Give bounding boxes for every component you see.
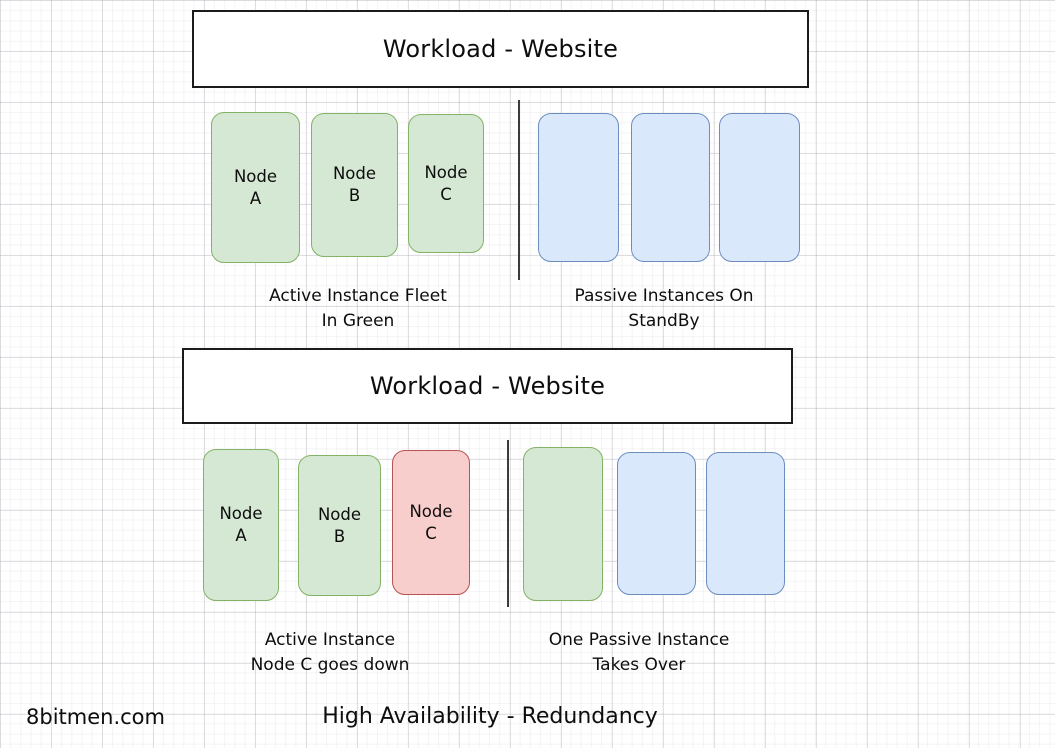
caption-active-bottom: Active Instance Node C goes down: [250, 630, 410, 675]
workload-bar-top: Workload - Website: [192, 10, 809, 88]
passive-node-2-bottom[interactable]: [706, 452, 785, 595]
node-a-active-bottom[interactable]: Node A: [203, 449, 279, 601]
node-a-active-top-label: Node A: [233, 166, 278, 208]
workload-bar-top-label: Workload - Website: [382, 35, 619, 63]
node-b-active-top-label: Node B: [332, 164, 377, 205]
caption-passive-top: Passive Instances On StandBy: [574, 286, 754, 331]
node-a-active-bottom-label: Node A: [219, 504, 263, 545]
workload-bar-bottom: Workload - Website: [182, 348, 793, 424]
node-a-active-top[interactable]: Node A: [211, 112, 300, 263]
passive-node-1-top[interactable]: [538, 113, 619, 262]
passive-node-1-bottom[interactable]: [617, 452, 696, 595]
footer-title: High Availability - Redundancy: [322, 704, 658, 729]
passive-node-3-top[interactable]: [719, 113, 800, 262]
node-c-active-top-label: Node C: [424, 162, 468, 204]
divider-bottom: [507, 440, 509, 607]
promoted-node-bottom[interactable]: [523, 447, 603, 601]
workload-bar-bottom-label: Workload - Website: [369, 372, 606, 400]
node-c-failed-bottom-label: Node C: [409, 501, 453, 543]
node-b-active-bottom-label: Node B: [317, 504, 362, 546]
node-c-failed-bottom[interactable]: Node C: [392, 450, 470, 595]
node-b-active-top[interactable]: Node B: [311, 113, 398, 257]
node-c-active-top[interactable]: Node C: [408, 114, 484, 253]
divider-top: [518, 100, 520, 280]
caption-passive-bottom: One Passive Instance Takes Over: [548, 630, 730, 675]
node-b-active-bottom[interactable]: Node B: [298, 455, 381, 596]
footer-brand: 8bitmen.com: [26, 705, 165, 729]
caption-active-top: Active Instance Fleet In Green: [269, 286, 447, 331]
passive-node-2-top[interactable]: [631, 113, 710, 262]
